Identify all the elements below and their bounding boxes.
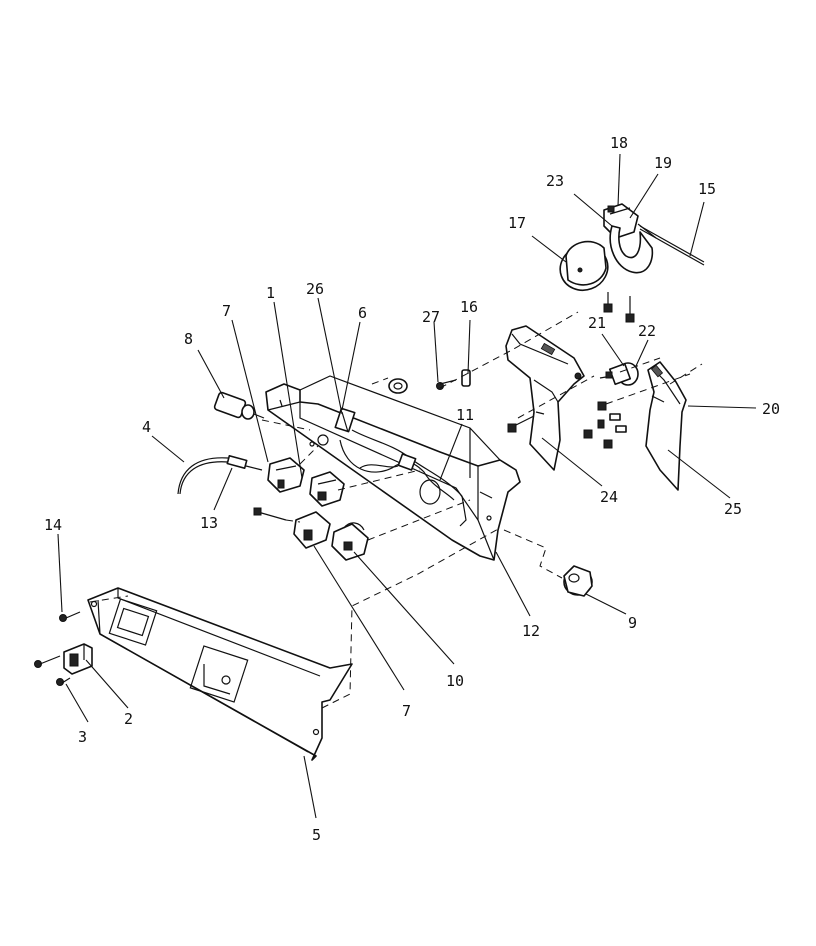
wire-connector: [226, 455, 263, 471]
callout-25: 25: [724, 500, 742, 518]
callout-3: 3: [78, 728, 87, 746]
callout-10: 10: [446, 672, 464, 690]
callout-21: 21: [588, 314, 606, 332]
wiring-harness: [339, 429, 467, 527]
bushing: [388, 378, 408, 394]
callout-4: 4: [142, 418, 151, 436]
callout-20: 20: [762, 400, 780, 418]
micro-switch-upper-left: [267, 457, 305, 493]
callout-22: 22: [638, 322, 656, 340]
actuator-rod: [639, 225, 705, 266]
callout-8: 8: [184, 330, 193, 348]
wire-clip: [334, 407, 356, 433]
callout-2: 2: [124, 710, 133, 728]
callout-12: 12: [522, 622, 540, 640]
callout-7-lower: 7: [402, 702, 411, 720]
micro-switch-upper-right: [309, 471, 345, 507]
wire-lead: [177, 457, 229, 495]
callout-24: 24: [600, 488, 618, 506]
callout-23: 23: [546, 172, 564, 190]
callout-14: 14: [44, 516, 62, 534]
micro-switch-lower: [293, 511, 331, 549]
callout-9: 9: [628, 614, 637, 632]
motor-bracket: [603, 203, 657, 274]
callout-7-upper: 7: [222, 302, 231, 320]
callout-5: 5: [312, 826, 321, 844]
callout-13: 13: [200, 514, 218, 532]
actuator-switch: [331, 522, 369, 561]
callout-26: 26: [306, 280, 324, 298]
solenoid: [599, 362, 639, 386]
callout-18: 18: [610, 134, 628, 152]
left-actuator-arm: [505, 325, 585, 471]
motor: [559, 240, 609, 292]
screw-and-clip: [436, 369, 471, 390]
front-panel: [87, 587, 353, 761]
right-actuator-arm: [645, 361, 687, 491]
main-housing-bracket: [265, 375, 521, 561]
rocker-switch: [63, 643, 93, 675]
bracket-screws: [603, 292, 635, 323]
selector-knob: [563, 565, 593, 597]
callout-27: 27: [422, 308, 440, 326]
panel-screws: [34, 611, 81, 686]
callout-6: 6: [358, 304, 367, 322]
callout-11: 11: [456, 406, 474, 424]
callout-15: 15: [698, 180, 716, 198]
lamp-socket: [213, 391, 265, 420]
arm-screws: [507, 401, 627, 449]
callout-17: 17: [508, 214, 526, 232]
callout-16: 16: [460, 298, 478, 316]
callout-1: 1: [266, 284, 275, 302]
callout-labels: 1 2 3 4 5 6 7 7 8 9 10 11 12 13 14 15 16…: [44, 134, 780, 844]
assembly-guide-lines: [89, 311, 703, 709]
switch-screw: [253, 507, 287, 521]
callout-19: 19: [654, 154, 672, 172]
leader-lines: [57, 153, 757, 819]
